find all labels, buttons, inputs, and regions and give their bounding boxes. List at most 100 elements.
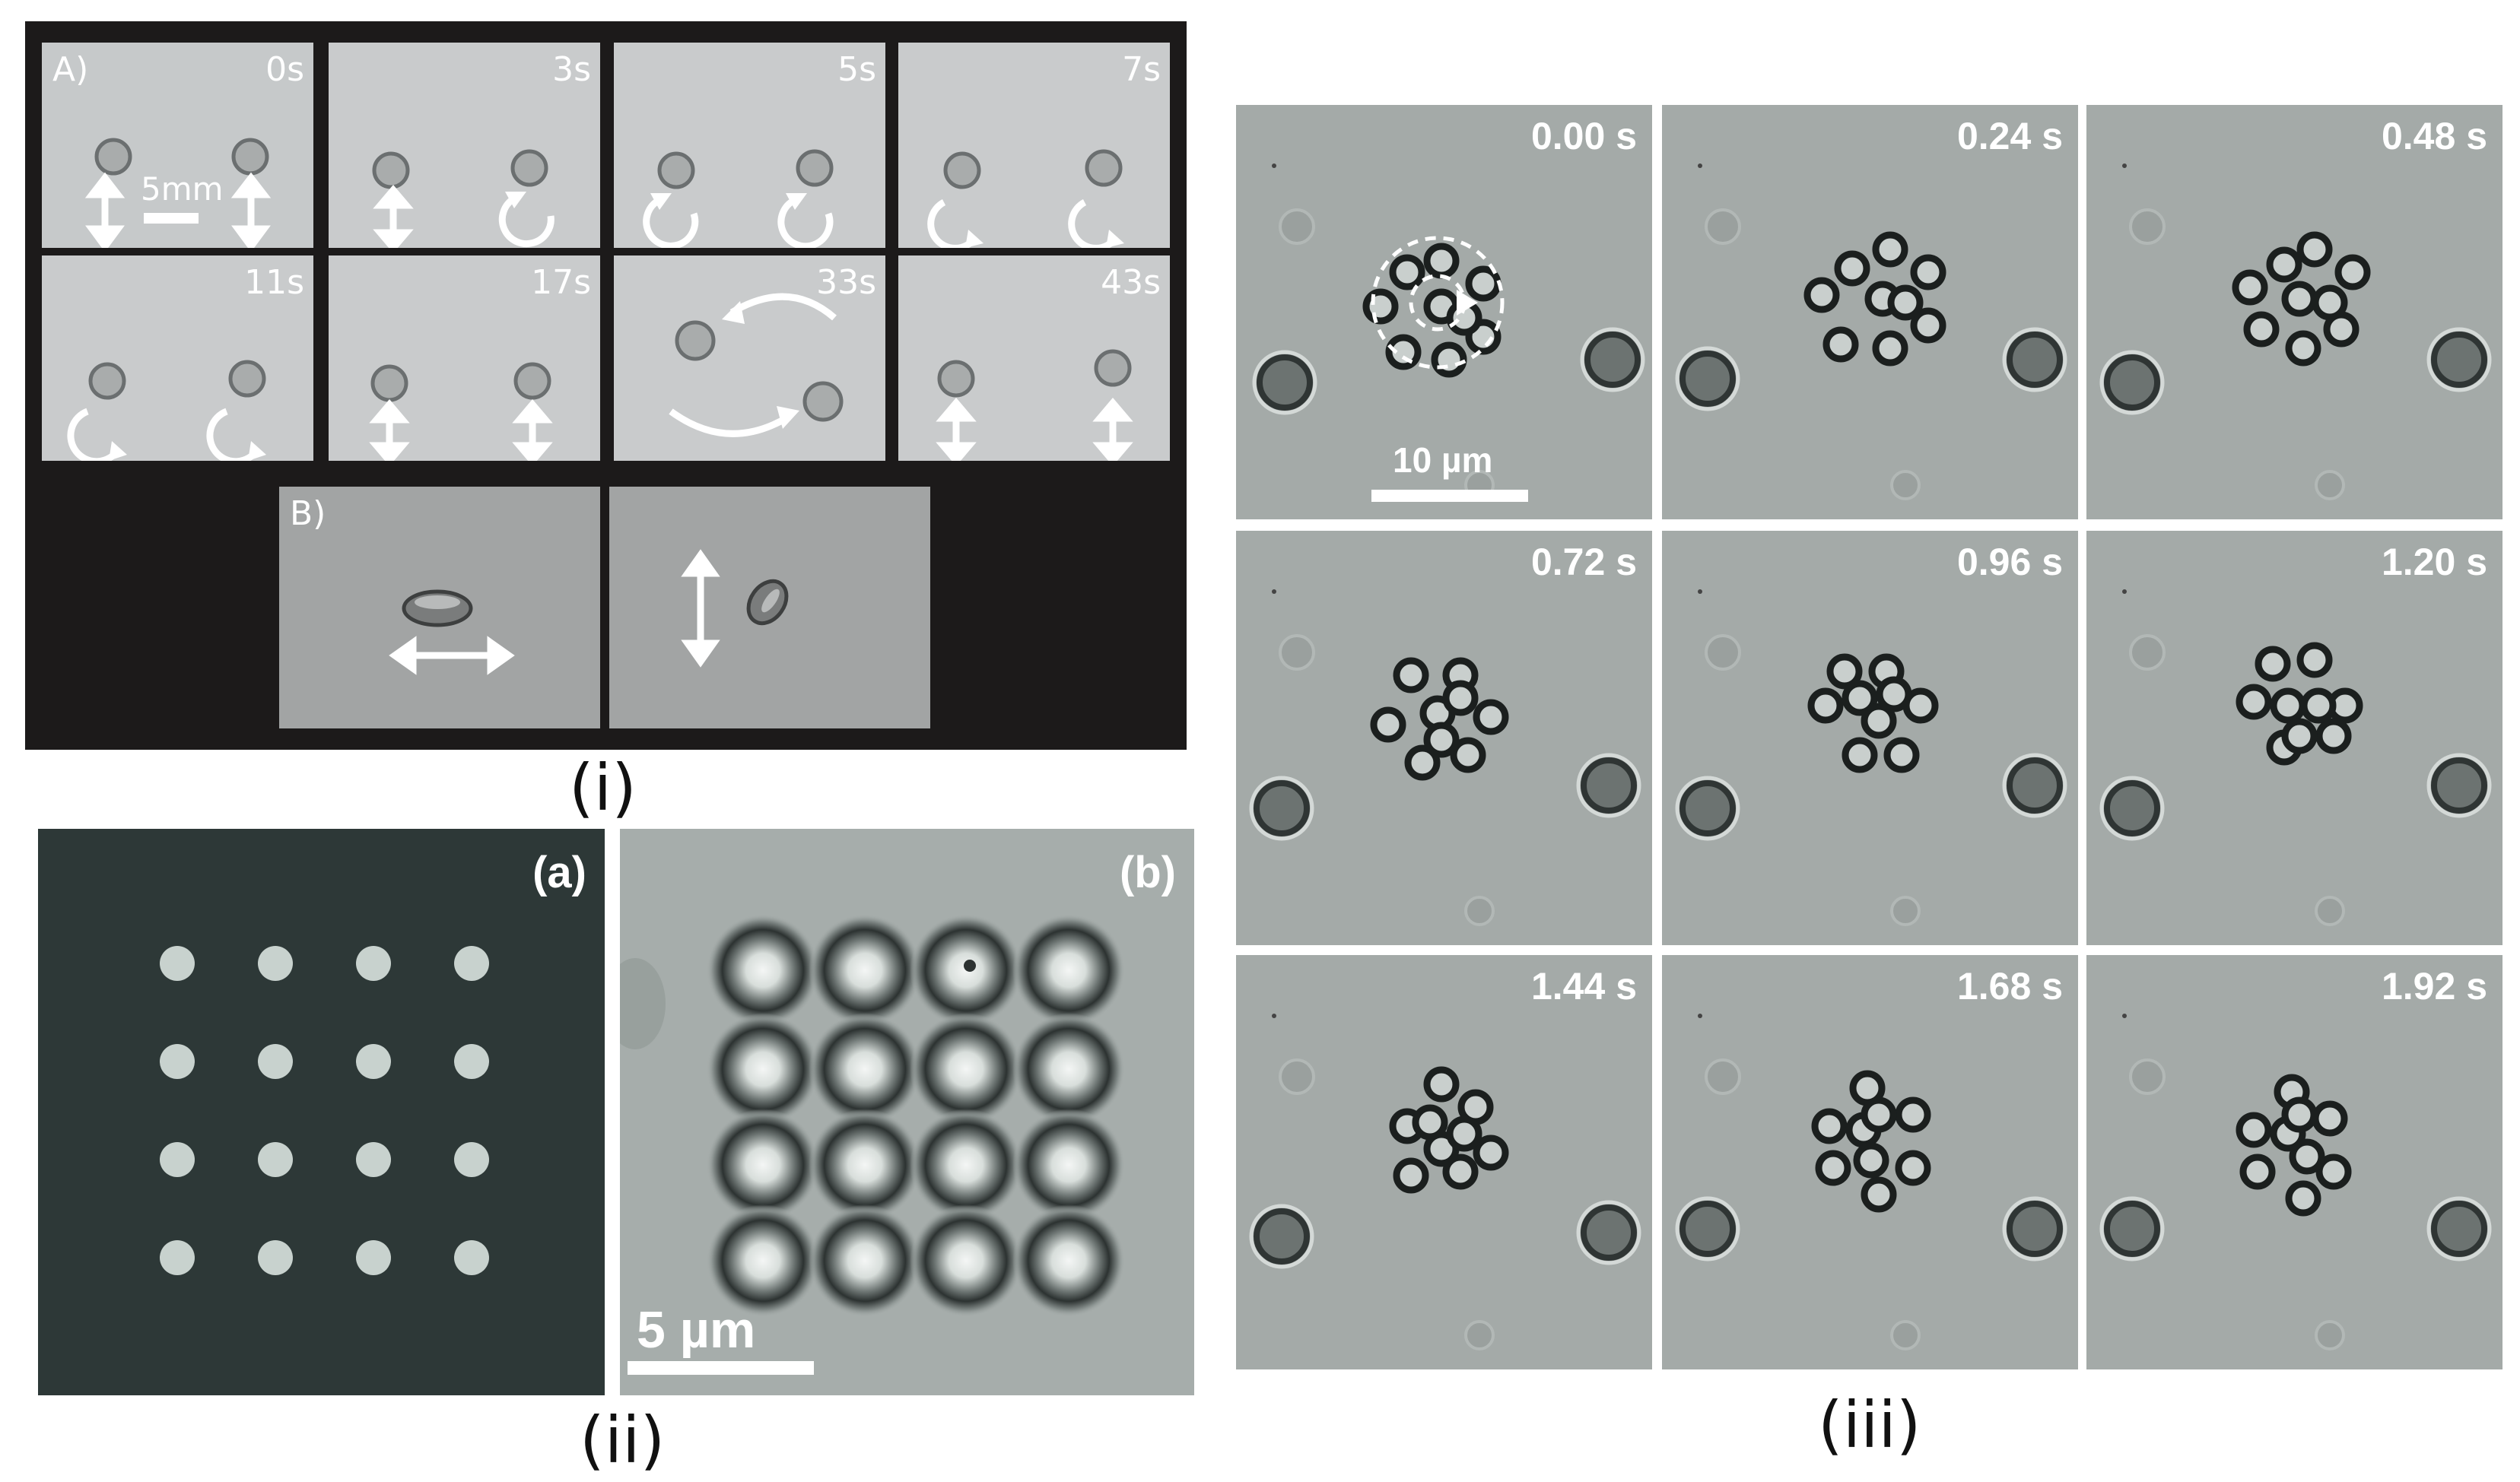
frame-iii-image xyxy=(1249,589,1641,926)
frame-i-5s-image xyxy=(643,149,834,248)
panel-ii-b: (b) 5 µm xyxy=(620,829,1194,1395)
frame-time-label: 0.24 s xyxy=(1956,115,2063,157)
large-bead-halo xyxy=(2426,753,2492,818)
cluster-bead xyxy=(1853,1142,1889,1179)
frame-i-11s-image xyxy=(67,360,266,461)
scale-label-iii: 10 µm xyxy=(1393,440,1493,480)
large-bead-halo xyxy=(1249,776,1314,841)
cluster-bead xyxy=(1423,1066,1460,1103)
frame-iii-3: 0.72 s xyxy=(1236,531,1652,945)
frame-time-label: 1.68 s xyxy=(1956,965,2063,1008)
frame-iii-image xyxy=(1249,1014,1641,1350)
cluster-bead xyxy=(1423,243,1460,279)
bead-defect xyxy=(964,960,976,972)
bead-r2c0 xyxy=(707,1109,819,1221)
cluster-bead xyxy=(2232,269,2268,306)
background-blob xyxy=(2129,208,2166,245)
frame-iii-image xyxy=(2099,163,2492,500)
cluster-bead xyxy=(2285,330,2321,367)
frame-iii-image xyxy=(1675,589,2067,926)
trap-spot-r0c1 xyxy=(258,946,293,981)
frame-i-b-left: B) xyxy=(279,487,600,728)
cluster-bead xyxy=(2334,254,2371,290)
frame-iii-8: 1.92 s xyxy=(2086,955,2503,1369)
background-blob xyxy=(1279,634,1315,671)
trap-spot-r2c1 xyxy=(258,1142,293,1177)
scale-bar-ii xyxy=(628,1361,814,1375)
large-bead-halo xyxy=(2099,776,2165,841)
frame-i-33s: 33s xyxy=(614,255,885,461)
scale-bar-i xyxy=(144,213,199,224)
frame-iii-image xyxy=(1675,1014,2067,1350)
cluster-bead xyxy=(1895,1150,1931,1186)
cluster-bead xyxy=(1362,288,1399,325)
cluster-bead xyxy=(1822,326,1859,363)
frame-i-7s-image xyxy=(927,149,1124,248)
background-blob xyxy=(2315,896,2345,926)
frame-iii-1: 0.24 s xyxy=(1662,105,2078,519)
background-blob xyxy=(1890,470,1921,500)
large-bead xyxy=(2431,1201,2487,1257)
frame-time-label: 0.72 s xyxy=(1530,541,1637,583)
spot-array xyxy=(160,946,489,1275)
background-blob xyxy=(1272,1014,1276,1018)
large-bead-halo xyxy=(1249,1204,1314,1269)
trap-spot-r0c2 xyxy=(356,946,391,981)
cluster-bead xyxy=(2281,281,2318,317)
bead-r0c3 xyxy=(1012,914,1125,1027)
background-blob xyxy=(1890,1320,1921,1350)
label-i-b: B) xyxy=(290,494,326,533)
cluster-bead xyxy=(1834,250,1870,287)
background-blob xyxy=(2122,163,2127,168)
label-ii-a: (a) xyxy=(532,848,586,897)
cluster-bead xyxy=(2296,231,2333,268)
frame-time-label: 0s xyxy=(265,50,304,89)
large-bead xyxy=(2431,757,2487,814)
cluster-bead xyxy=(1393,657,1429,693)
cluster-bead xyxy=(1861,1176,1897,1213)
cluster-bead xyxy=(1807,687,1844,724)
bead-r3c0 xyxy=(707,1204,819,1317)
label-ii-b: (b) xyxy=(1119,848,1176,897)
large-bead xyxy=(2007,757,2063,814)
cluster-bead xyxy=(1910,254,1946,290)
large-bead xyxy=(2431,332,2487,388)
cluster-bead xyxy=(1423,722,1460,758)
cluster-bead xyxy=(2270,687,2306,724)
large-bead xyxy=(1581,757,1637,814)
background-blob xyxy=(1464,1320,1495,1350)
cluster-bead xyxy=(1442,1154,1479,1190)
scale-label-i: 5mm xyxy=(141,170,224,208)
large-bead xyxy=(2104,1201,2160,1257)
large-bead-halo xyxy=(1580,327,1645,392)
cluster-bead xyxy=(1412,1104,1448,1141)
large-bead xyxy=(2007,1201,2063,1257)
frame-time-label: 3s xyxy=(552,50,591,89)
large-bead-halo xyxy=(2099,350,2165,415)
bead-r1c0 xyxy=(707,1013,819,1125)
frame-i-43s-image xyxy=(936,349,1133,461)
background-blob xyxy=(1272,589,1276,594)
trap-spot-r0c3 xyxy=(454,946,489,981)
frame-iii-image xyxy=(1252,163,1645,500)
large-bead-halo xyxy=(2099,1196,2165,1261)
cluster-bead xyxy=(1910,307,1946,344)
divider-ii xyxy=(605,829,620,1395)
trap-spot-r2c2 xyxy=(356,1142,391,1177)
background-blob xyxy=(1698,1014,1702,1018)
frame-iii-6: 1.44 s xyxy=(1236,955,1652,1369)
trap-spot-r3c3 xyxy=(454,1240,489,1275)
frame-iii-7: 1.68 s xyxy=(1662,955,2078,1369)
large-bead xyxy=(2104,780,2160,836)
large-bead-halo xyxy=(1576,1200,1641,1265)
frame-time-label: 1.44 s xyxy=(1530,965,1637,1008)
large-bead xyxy=(1679,1201,1736,1257)
frame-i-b-right xyxy=(609,487,930,728)
large-bead-halo xyxy=(1675,346,1740,411)
frame-i-3s-image xyxy=(372,149,555,248)
frame-time-label: 33s xyxy=(816,263,876,302)
cluster-bead xyxy=(1861,1096,1897,1133)
cluster-bead xyxy=(1803,277,1840,313)
bead-r1c3 xyxy=(1012,1013,1125,1125)
trap-spot-r3c2 xyxy=(356,1240,391,1275)
